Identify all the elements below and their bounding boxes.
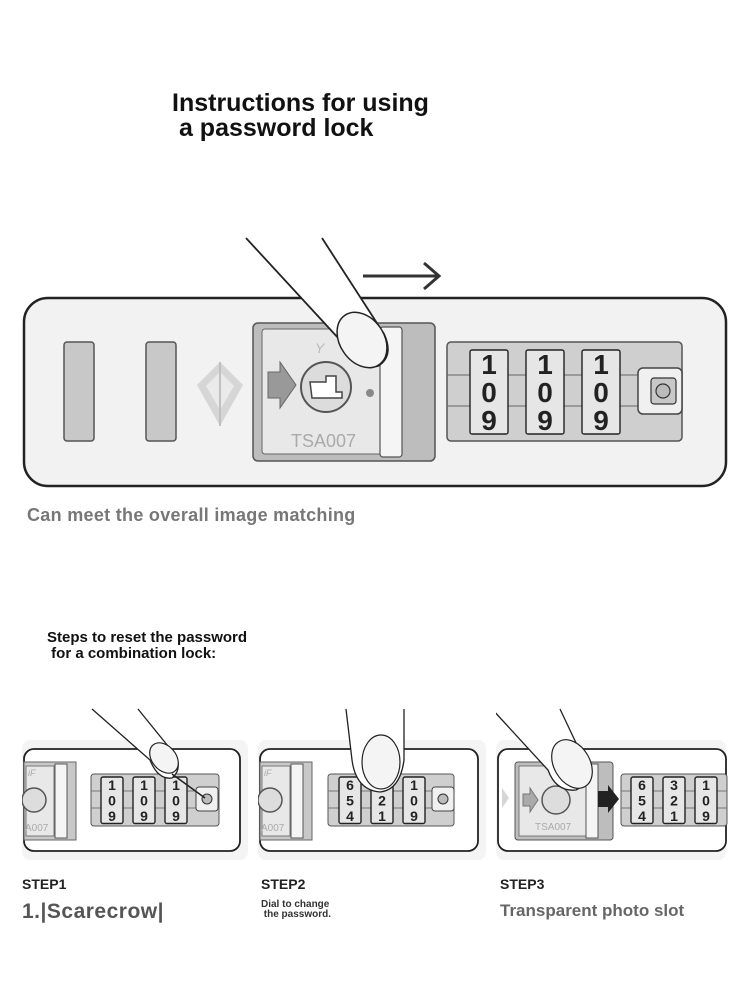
dial-digit-top: 1 xyxy=(410,777,418,793)
tsa-code: TSA007 xyxy=(291,431,356,451)
dial-digit-top: 1 xyxy=(108,777,116,793)
dial-digit-middle: 2 xyxy=(378,792,386,808)
dial-digit-bottom: 9 xyxy=(140,808,148,824)
step1-text: 1.|Scarecrow| xyxy=(22,900,164,923)
arrow-indicator-icon xyxy=(267,360,297,410)
dial-digit-middle: 0 xyxy=(702,792,710,808)
dial-digit-bottom: 1 xyxy=(378,808,386,824)
dial-wheel[interactable]: 109 xyxy=(694,776,718,825)
dial-digit-top: 1 xyxy=(140,777,148,793)
dial-wheel[interactable]: 654 xyxy=(630,776,654,825)
needle-pointer-icon xyxy=(91,708,206,799)
steps-section-title: Steps to reset the password for a combin… xyxy=(47,629,248,662)
dial-digit-middle: 0 xyxy=(140,792,148,808)
arrow-indicator-icon xyxy=(598,785,619,813)
dial-digit-bottom: 9 xyxy=(172,808,180,824)
brand-mark: iF xyxy=(264,768,272,778)
dial-digit-top: 1 xyxy=(537,349,553,380)
finger-pointer-icon xyxy=(345,708,405,793)
image-caption: Can meet the overall image matching xyxy=(27,505,356,525)
dial-wheel[interactable]: 654 xyxy=(338,776,362,825)
finger-pointer-icon xyxy=(245,237,389,369)
step1-label: STEP1 xyxy=(22,876,67,892)
tsa-code: A007 xyxy=(25,823,49,834)
dial-digit-bottom: 9 xyxy=(108,808,116,824)
dial-digit-middle: 0 xyxy=(537,377,553,408)
dial-digit-middle: 0 xyxy=(481,377,497,408)
dial-digit-bottom: 9 xyxy=(702,808,710,824)
dial-wheel[interactable]: 109 xyxy=(132,776,156,825)
dial-digit-middle: 0 xyxy=(172,792,180,808)
dial-digit-bottom: 9 xyxy=(481,405,497,436)
dial-wheel[interactable]: 109 xyxy=(525,349,565,436)
dial-digit-bottom: 9 xyxy=(593,405,609,436)
dial-digit-bottom: 9 xyxy=(537,405,553,436)
dial-digit-middle: 0 xyxy=(108,792,116,808)
dial-wheel[interactable]: 109 xyxy=(581,349,621,436)
dial-wheel[interactable]: 321 xyxy=(662,776,686,825)
step3-label: STEP3 xyxy=(500,876,545,892)
step2-text: Dial to change the password. xyxy=(261,899,332,920)
dial-digit-middle: 0 xyxy=(410,792,418,808)
brand-mark: iF xyxy=(28,768,36,778)
page-title: Instructions for using a password lock xyxy=(172,89,429,142)
dial-wheel[interactable]: 109 xyxy=(469,349,509,436)
slot-left xyxy=(63,341,95,442)
dial-digit-top: 1 xyxy=(702,777,710,793)
dial-digit-top: 1 xyxy=(172,777,180,793)
dial-digit-bottom: 4 xyxy=(346,808,354,824)
dial-digit-bottom: 1 xyxy=(670,808,678,824)
dial-digit-top: 1 xyxy=(593,349,609,380)
dial-wheel[interactable]: 109 xyxy=(402,776,426,825)
dial-digit-middle: 5 xyxy=(346,792,354,808)
arrow-right-icon xyxy=(363,261,442,291)
indicator-dot xyxy=(366,389,374,397)
dial-wheel[interactable]: 109 xyxy=(164,776,188,825)
step2-label: STEP2 xyxy=(261,876,306,892)
dial-digit-top: 6 xyxy=(346,777,354,793)
finger-pointer-icon xyxy=(496,708,593,791)
tsa-code: A007 xyxy=(261,823,285,834)
step3-text: Transparent photo slot xyxy=(500,901,685,920)
dial-wheel[interactable]: 109 xyxy=(100,776,124,825)
tsa-diamond-icon xyxy=(197,362,243,426)
dial-digit-top: 1 xyxy=(481,349,497,380)
dial-digit-bottom: 9 xyxy=(410,808,418,824)
dial-digit-middle: 0 xyxy=(593,377,609,408)
dial-digit-top: 3 xyxy=(670,777,678,793)
dial-digit-middle: 5 xyxy=(638,792,646,808)
slot-right xyxy=(145,341,177,442)
brand-mark: Y xyxy=(315,340,326,356)
dial-digit-middle: 2 xyxy=(670,792,678,808)
tsa-code: TSA007 xyxy=(535,822,572,833)
dial-digit-bottom: 4 xyxy=(638,808,646,824)
dial-digit-top: 6 xyxy=(638,777,646,793)
